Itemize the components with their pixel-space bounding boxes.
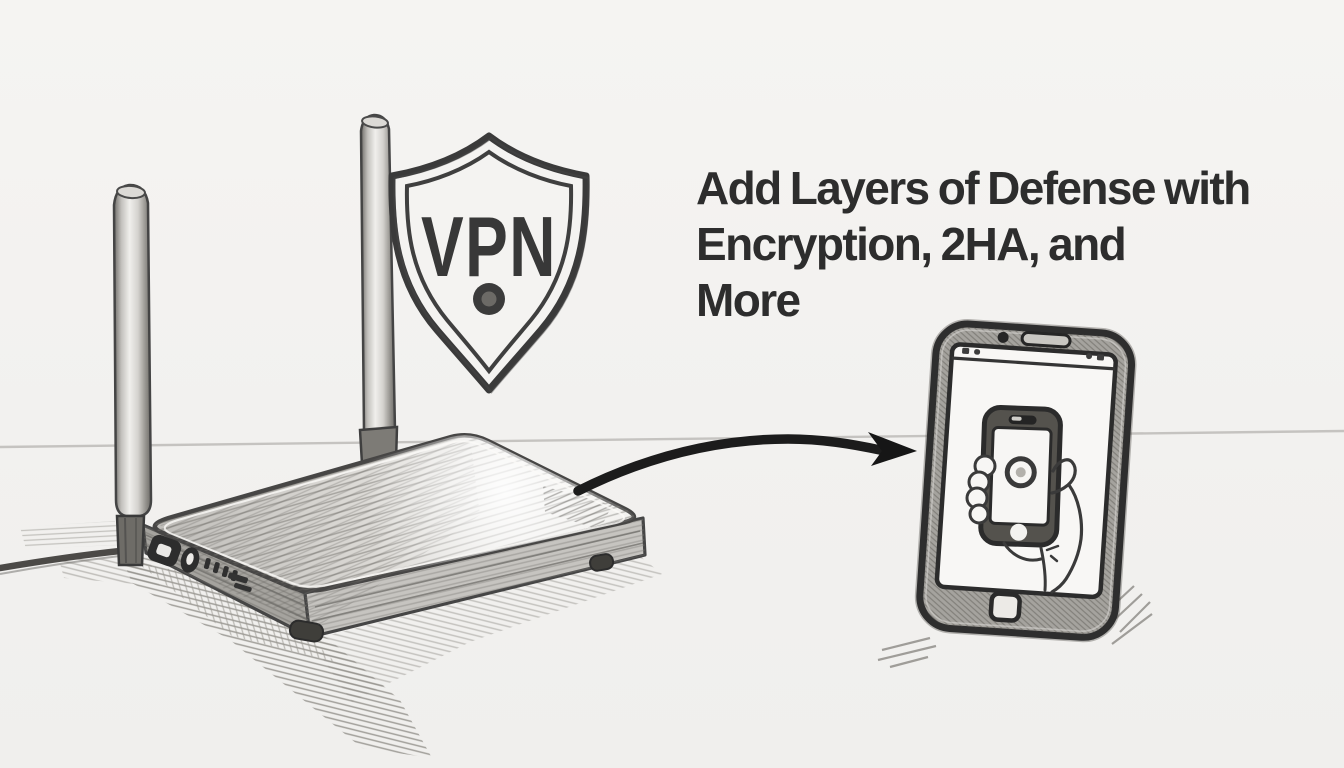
- phone-screen-content: [965, 405, 1084, 594]
- phone-shadow: [877, 585, 1153, 669]
- antenna-left-icon: [112, 183, 153, 567]
- vpn-shield-icon: VPN: [388, 132, 590, 394]
- phone-speaker: [1020, 331, 1072, 349]
- headline-line-1: Add Layers of Defense with: [696, 162, 1251, 214]
- phone-home-button: [988, 591, 1022, 623]
- power-cable: [0, 547, 124, 575]
- inner-phone-icon: [978, 405, 1063, 548]
- curved-arrow-icon: [573, 432, 917, 496]
- antenna-right-icon: [358, 113, 399, 466]
- phone-status-bar: [951, 347, 1116, 371]
- vpn-label: VPN: [421, 200, 557, 295]
- horizon-line: [0, 429, 1344, 449]
- router-ports: [147, 534, 252, 593]
- headline: Add Layers of Defense with Encryption, 2…: [696, 160, 1296, 328]
- wifi-router-icon: [141, 432, 647, 643]
- router-feet: [288, 553, 615, 643]
- headline-line-2: Encryption, 2HA, and: [696, 218, 1127, 270]
- headline-line-3: More: [696, 274, 801, 326]
- hand-holding-phone-icon: [965, 454, 1084, 594]
- phone-camera-icon: [997, 331, 1009, 343]
